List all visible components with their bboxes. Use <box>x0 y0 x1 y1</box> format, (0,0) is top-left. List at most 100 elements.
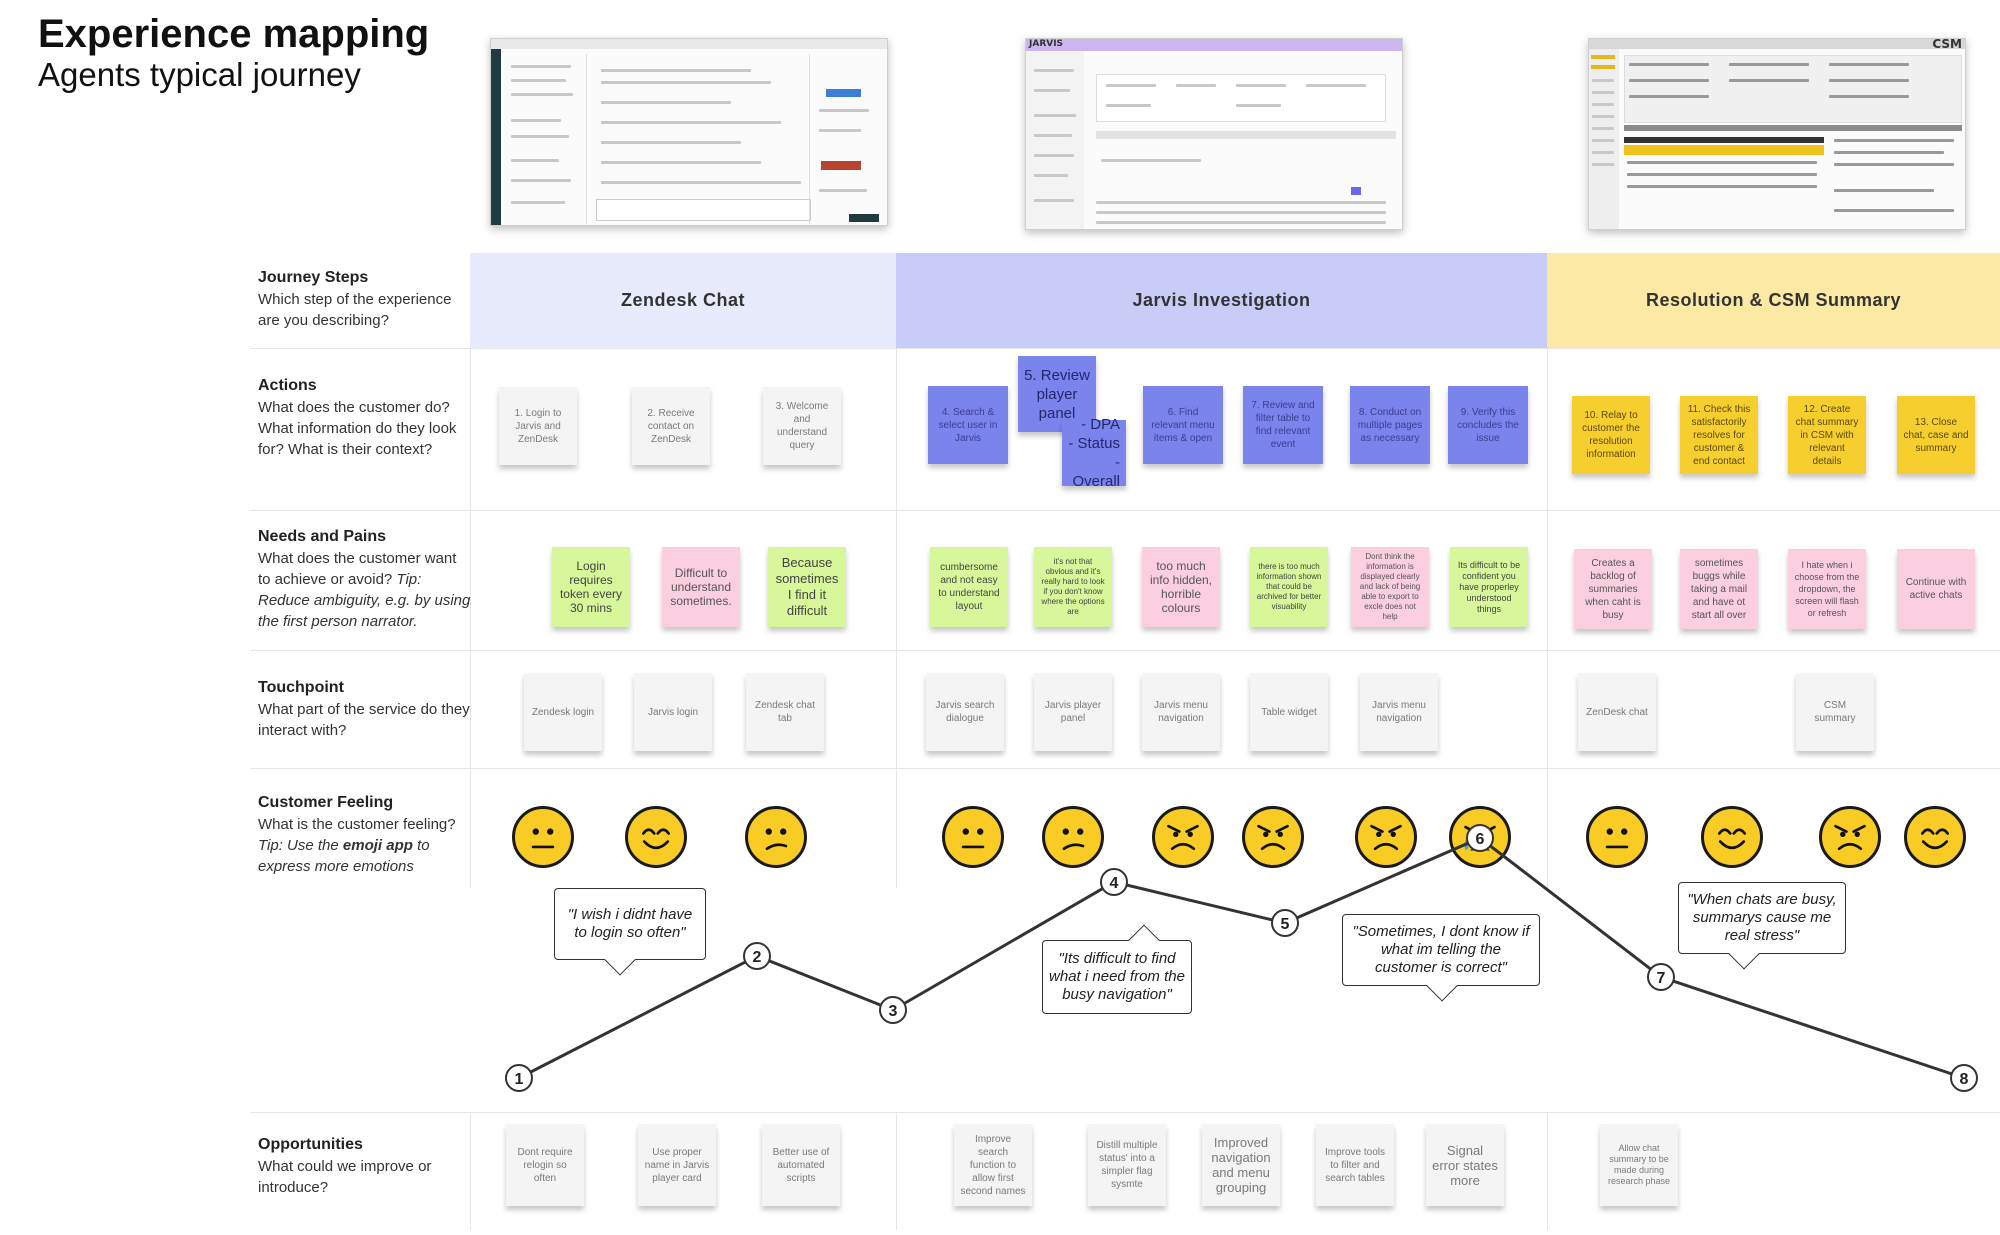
row-label-touchpoint: Touchpoint What part of the service do t… <box>258 677 473 741</box>
row-description: What part of the service do they interac… <box>258 701 470 739</box>
row-description: What could we improve or introduce? <box>258 1158 432 1196</box>
journey-point: 8 <box>1950 1064 1978 1092</box>
page-title: Experience mapping <box>38 12 430 56</box>
quote-text: "I wish i didnt have to login so often" <box>567 906 693 941</box>
touchpoint-note[interactable]: Jarvis player panel <box>1034 673 1112 751</box>
row-label-needs: Needs and Pains What does the customer w… <box>258 526 473 632</box>
touchpoint-note[interactable]: CSM summary <box>1796 673 1874 751</box>
row-heading: Journey Steps <box>258 269 369 286</box>
touchpoint-note[interactable]: Jarvis menu navigation <box>1360 673 1438 751</box>
quote-text: "Its difficult to find what i need from … <box>1049 950 1185 1003</box>
journey-point: 1 <box>505 1064 533 1092</box>
action-note[interactable]: 2. Receive contact on ZenDesk <box>632 387 710 465</box>
row-label-opportunities: Opportunities What could we improve or i… <box>258 1134 473 1198</box>
smiling-face-icon <box>1701 806 1763 868</box>
need-note[interactable]: Difficult to understand sometimes. <box>662 547 740 627</box>
action-note[interactable]: 12. Create chat summary in CSM with rele… <box>1788 396 1866 474</box>
touchpoint-note[interactable]: Zendesk chat tab <box>746 673 824 751</box>
journey-point-label: 2 <box>753 949 762 966</box>
action-note[interactable]: - DPA - Status - Overall <box>1062 416 1126 490</box>
row-tip-emphasis: emoji app <box>342 837 413 854</box>
need-note[interactable]: there is too much information shown that… <box>1250 547 1328 627</box>
row-description: What does the customer do? What informat… <box>258 399 457 458</box>
jarvis-logo: JARVIS <box>1029 39 1064 49</box>
need-note[interactable]: Because sometimes I find it difficult <box>768 547 846 627</box>
journey-point-label: 6 <box>1476 831 1485 848</box>
touchpoint-note[interactable]: Jarvis login <box>634 673 712 751</box>
need-note[interactable]: cumbersome and not easy to understand la… <box>930 547 1008 627</box>
phase-zendesk-chat: Zendesk Chat <box>470 253 896 348</box>
need-note[interactable]: Continue with active chats <box>1897 549 1975 629</box>
angry-face-icon <box>1819 806 1881 868</box>
journey-point-label: 8 <box>1960 1071 1969 1088</box>
angry-face-icon <box>1152 806 1214 868</box>
need-note[interactable]: Its difficult to be confident you have p… <box>1450 547 1528 627</box>
csm-logo: CSM <box>1932 38 1962 51</box>
touchpoint-note[interactable]: Jarvis menu navigation <box>1142 673 1220 751</box>
opportunity-note[interactable]: Improve search function to allow first s… <box>954 1124 1032 1206</box>
journey-point: 7 <box>1647 963 1675 991</box>
need-note[interactable]: sometimes buggs while taking a mail and … <box>1680 549 1758 629</box>
action-note[interactable]: 13. Close chat, case and summary <box>1897 396 1975 474</box>
action-note[interactable]: 1. Login to Jarvis and ZenDesk <box>499 387 577 465</box>
quote-bubble: "I wish i didnt have to login so often" <box>554 888 706 976</box>
opportunity-note[interactable]: Use proper name in Jarvis player card <box>638 1124 716 1206</box>
need-note[interactable]: Dont think the information is displayed … <box>1351 547 1429 627</box>
action-note[interactable]: 4. Search & select user in Jarvis <box>928 386 1008 464</box>
opportunity-note[interactable]: Better use of automated scripts <box>762 1124 840 1206</box>
opportunity-note[interactable]: Improved navigation and menu grouping <box>1202 1124 1280 1206</box>
journey-path <box>518 836 1965 1080</box>
action-note[interactable]: 11. Check this satisfactorily resolves f… <box>1680 396 1758 474</box>
opportunity-note[interactable]: Dont require relogin so often <box>506 1124 584 1206</box>
row-heading: Needs and Pains <box>258 528 387 545</box>
row-heading: Touchpoint <box>258 679 344 696</box>
journey-point: 2 <box>743 942 771 970</box>
quote-text: "When chats are busy, summarys cause me … <box>1687 891 1837 944</box>
row-tip: Tip: Reduce ambiguity, e.g. by using the… <box>258 571 471 630</box>
neutral-face-icon <box>512 806 574 868</box>
row-description: What is the customer feeling? <box>258 816 456 833</box>
touchpoint-note[interactable]: ZenDesk chat <box>1578 673 1656 751</box>
row-description: What does the customer want to achieve o… <box>258 550 457 588</box>
journey-point: 5 <box>1271 909 1299 937</box>
need-note[interactable]: I hate when i choose from the dropdown, … <box>1788 549 1866 629</box>
quote-text: "Sometimes, I dont know if what im telli… <box>1352 923 1530 976</box>
need-note[interactable]: Creates a backlog of summaries when caht… <box>1574 549 1652 629</box>
neutral-face-icon <box>1586 806 1648 868</box>
angry-face-icon <box>1355 806 1417 868</box>
action-note[interactable]: 10. Relay to customer the resolution inf… <box>1572 396 1650 474</box>
need-note[interactable]: too much info hidden, horrible colours <box>1142 547 1220 627</box>
action-note[interactable]: 3. Welcome and understand query <box>763 387 841 465</box>
jarvis-screenshot: JARVIS <box>1025 38 1403 230</box>
journey-point: 4 <box>1100 868 1128 896</box>
touchpoint-note[interactable]: Zendesk login <box>524 673 602 751</box>
action-note[interactable]: 8. Conduct on multiple pages as necessar… <box>1350 386 1430 464</box>
touchpoint-note[interactable]: Jarvis search dialogue <box>926 673 1004 751</box>
phase-jarvis-investigation: Jarvis Investigation <box>896 253 1547 348</box>
opportunity-note[interactable]: Signal error states more <box>1426 1124 1504 1206</box>
row-label-actions: Actions What does the customer do? What … <box>258 375 473 460</box>
opportunity-note[interactable]: Distill multiple status' into a simpler … <box>1088 1124 1166 1206</box>
journey-point-label: 3 <box>889 1003 898 1020</box>
confused-face-icon <box>745 806 807 868</box>
need-note[interactable]: it's not that obvious and it's really ha… <box>1034 547 1112 627</box>
need-note[interactable]: Login requires token every 30 mins <box>552 547 630 627</box>
action-note[interactable]: 7. Review and filter table to find relev… <box>1243 386 1323 464</box>
action-note[interactable]: 5. Review player panel <box>1018 356 1096 432</box>
action-note[interactable]: 6. Find relevant menu items & open <box>1143 386 1223 464</box>
action-note[interactable]: 9. Verify this concludes the issue <box>1448 386 1528 464</box>
opportunity-note[interactable]: Allow chat summary to be made during res… <box>1600 1124 1678 1206</box>
row-heading: Opportunities <box>258 1136 363 1153</box>
phase-resolution-csm: Resolution & CSM Summary <box>1547 253 2000 348</box>
smiling-face-icon <box>1904 806 1966 868</box>
row-heading: Customer Feeling <box>258 794 394 811</box>
zendesk-screenshot <box>490 38 888 226</box>
row-label-journey-steps: Journey Steps Which step of the experien… <box>258 267 473 331</box>
angry-face-icon <box>1242 806 1304 868</box>
page-subtitle: Agents typical journey <box>38 56 361 93</box>
touchpoint-note[interactable]: Table widget <box>1250 673 1328 751</box>
journey-point-label: 4 <box>1110 875 1119 892</box>
opportunity-note[interactable]: Improve tools to filter and search table… <box>1316 1124 1394 1206</box>
row-tip: Tip: Use the <box>258 837 343 854</box>
